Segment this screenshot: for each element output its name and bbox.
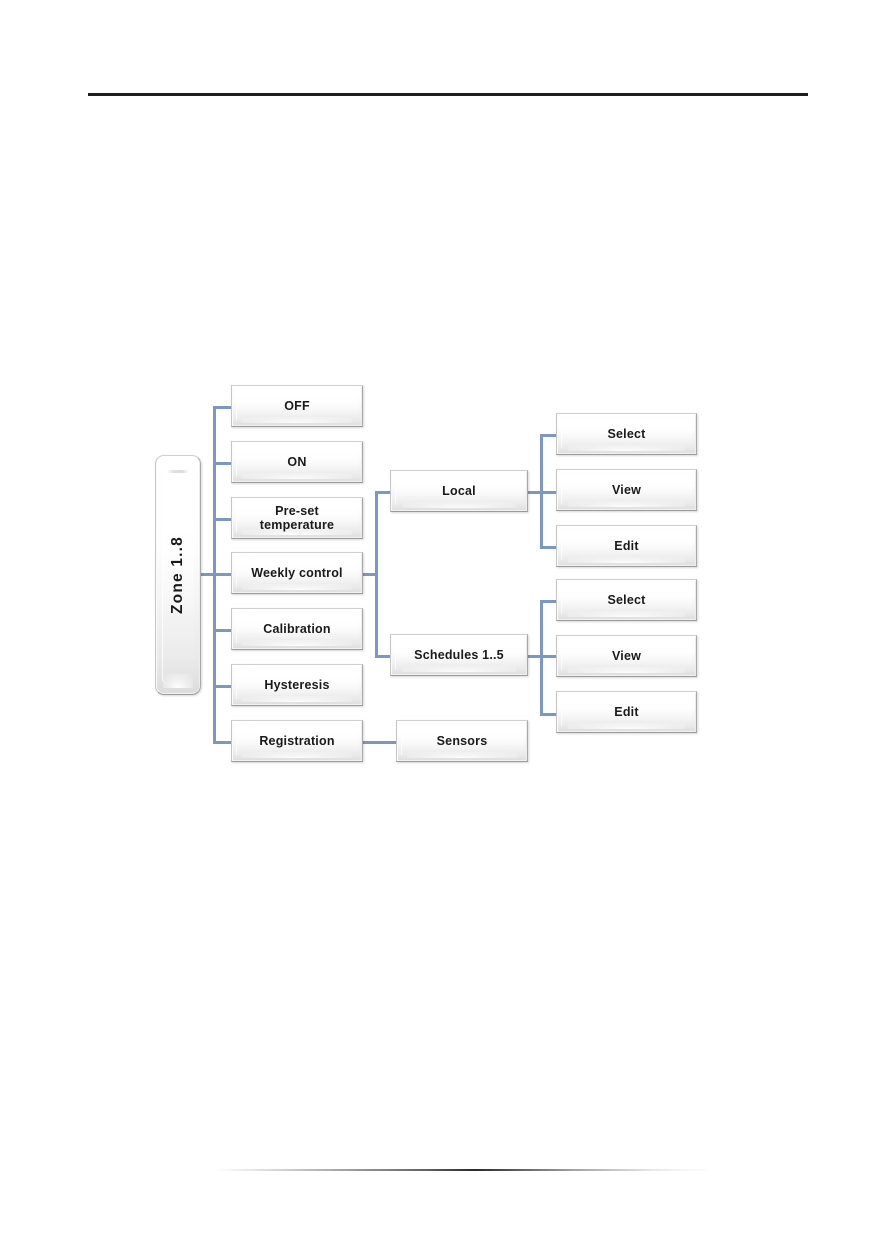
node-schedules-view[interactable]: View bbox=[556, 635, 697, 677]
node-local-select[interactable]: Select bbox=[556, 413, 697, 455]
connector-weekly-out bbox=[362, 573, 378, 576]
node-local[interactable]: Local bbox=[390, 470, 528, 512]
node-local-view-label: View bbox=[611, 482, 642, 497]
node-off[interactable]: OFF bbox=[231, 385, 363, 427]
node-schedules-edit[interactable]: Edit bbox=[556, 691, 697, 733]
capsule-sheen bbox=[167, 470, 189, 473]
node-on[interactable]: ON bbox=[231, 441, 363, 483]
node-off-label: OFF bbox=[284, 398, 310, 413]
connector-stub-weekly bbox=[213, 573, 231, 576]
node-schedules-select-label: Select bbox=[607, 592, 646, 607]
connector-schedules-out bbox=[527, 655, 543, 658]
node-calibration-label: Calibration bbox=[263, 621, 331, 636]
node-local-edit[interactable]: Edit bbox=[556, 525, 697, 567]
connector-stub-schedules-view bbox=[540, 655, 560, 658]
node-local-edit-label: Edit bbox=[614, 538, 639, 553]
connector-local-out bbox=[527, 491, 543, 494]
connector-stub-off bbox=[213, 406, 231, 409]
connector-registration-to-sensors bbox=[362, 741, 396, 744]
connector-stub-local-view bbox=[540, 491, 560, 494]
connector-stub-on bbox=[213, 462, 231, 465]
connector-stub-local bbox=[375, 491, 393, 494]
node-on-label: ON bbox=[287, 454, 307, 469]
node-registration-label: Registration bbox=[259, 733, 335, 748]
node-schedules-label: Schedules 1..5 bbox=[414, 647, 504, 662]
node-local-select-label: Select bbox=[607, 426, 646, 441]
node-pre-set-temperature-label: Pre-set temperature bbox=[259, 503, 335, 532]
node-schedules[interactable]: Schedules 1..5 bbox=[390, 634, 528, 676]
node-zone-label: Zone 1..8 bbox=[169, 536, 187, 614]
node-weekly-control[interactable]: Weekly control bbox=[231, 552, 363, 594]
node-schedules-select[interactable]: Select bbox=[556, 579, 697, 621]
connector-stub-local-edit bbox=[540, 546, 560, 549]
node-calibration[interactable]: Calibration bbox=[231, 608, 363, 650]
node-hysteresis[interactable]: Hysteresis bbox=[231, 664, 363, 706]
connector-stub-registration bbox=[213, 741, 231, 744]
node-schedules-view-label: View bbox=[611, 648, 642, 663]
connector-stub-schedules bbox=[375, 655, 393, 658]
footer-rule bbox=[215, 1169, 715, 1171]
connector-stub-calibration bbox=[213, 629, 231, 632]
node-sensors-label: Sensors bbox=[436, 733, 488, 748]
connector-stub-schedules-edit bbox=[540, 713, 560, 716]
node-registration[interactable]: Registration bbox=[231, 720, 363, 762]
node-local-view[interactable]: View bbox=[556, 469, 697, 511]
node-schedules-edit-label: Edit bbox=[614, 704, 639, 719]
node-local-label: Local bbox=[442, 483, 476, 498]
connector-stub-preset bbox=[213, 518, 231, 521]
node-weekly-control-label: Weekly control bbox=[251, 565, 343, 580]
header-rule bbox=[88, 93, 808, 96]
connector-level2-trunk bbox=[375, 491, 378, 658]
connector-stub-local-select bbox=[540, 434, 560, 437]
connector-stub-schedules-select bbox=[540, 600, 560, 603]
node-zone[interactable]: Zone 1..8 bbox=[155, 455, 201, 695]
node-sensors[interactable]: Sensors bbox=[396, 720, 528, 762]
connector-stub-hysteresis bbox=[213, 685, 231, 688]
node-pre-set-temperature[interactable]: Pre-set temperature bbox=[231, 497, 363, 539]
node-hysteresis-label: Hysteresis bbox=[264, 677, 330, 692]
connector-zone-to-trunk bbox=[200, 573, 216, 576]
